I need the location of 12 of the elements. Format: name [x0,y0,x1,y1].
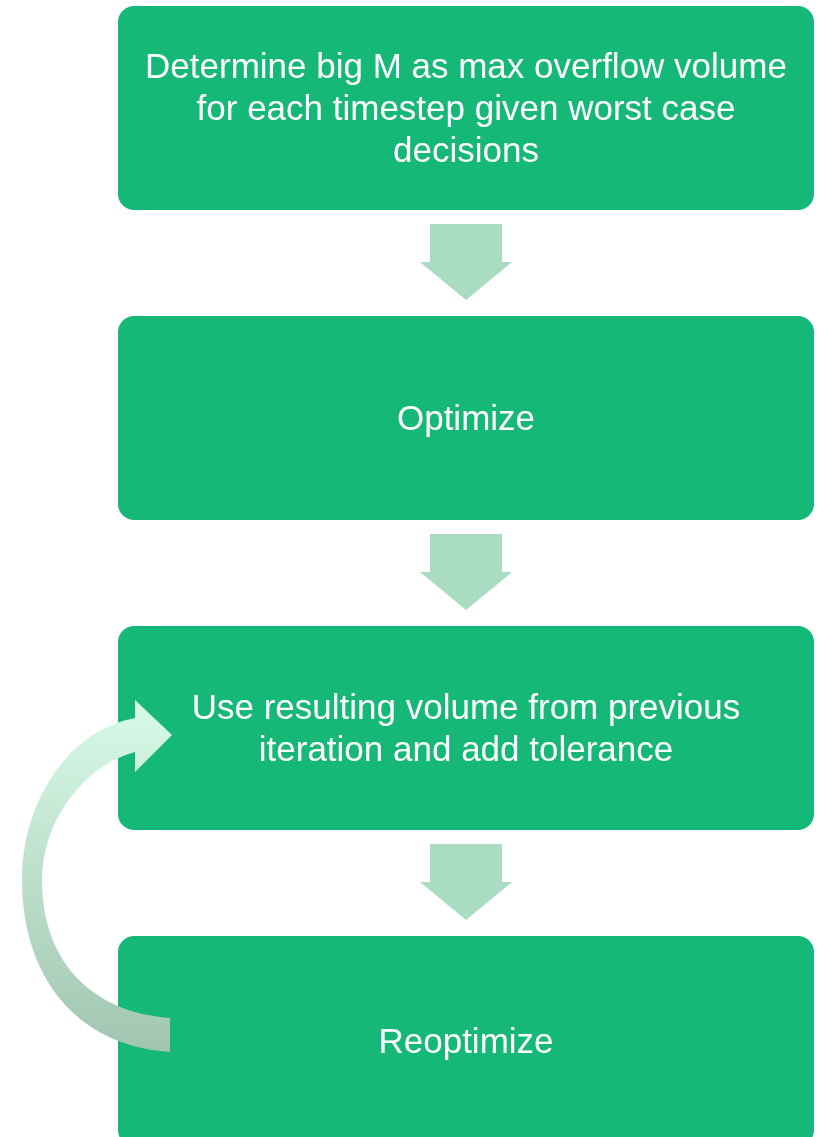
process-box [118,316,814,520]
block-arrow [420,224,512,300]
curved-arrow [22,700,172,1052]
process-box [118,626,814,830]
block-arrow [420,534,512,610]
box-text: Determine big M as max overflow volume for each timestep given worst case decisions [144,45,788,171]
process-box [118,6,814,210]
box-text: Optimize [396,397,536,439]
process-box [118,936,814,1137]
box-text: Use resulting volume from previous iteration and add tolerance [190,686,742,770]
box-text: Reoptimize [378,1020,554,1062]
block-arrow [420,844,512,920]
